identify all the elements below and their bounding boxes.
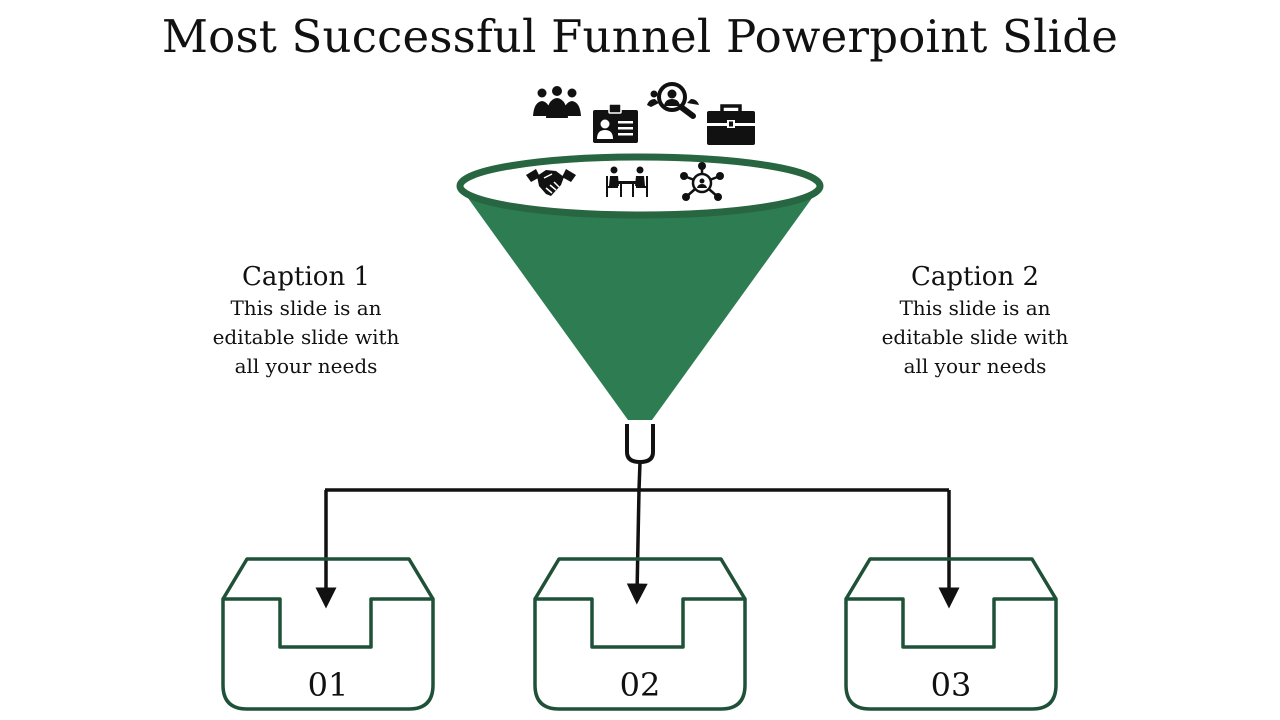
- arrow-to-box-02: [626, 489, 648, 605]
- caption-right: Caption 2 This slide is an editable slid…: [855, 260, 1095, 381]
- caption-left-line-3: all your needs: [234, 354, 378, 378]
- box-01-label: 01: [308, 666, 349, 704]
- caption-right-line-1: This slide is an: [899, 296, 1051, 320]
- caption-right-line-2: editable slide with: [881, 325, 1069, 349]
- handshake-icon: [526, 169, 576, 196]
- funnel-cone: [460, 187, 820, 420]
- box-03-label: 03: [931, 666, 972, 704]
- briefcase-icon: [707, 104, 755, 145]
- search-person-icon: [647, 82, 699, 119]
- box-02: [533, 557, 747, 711]
- caption-left: Caption 1 This slide is an editable slid…: [186, 260, 426, 381]
- box-02-label: 02: [620, 666, 661, 704]
- network-icon: [680, 162, 724, 201]
- slide-title: Most Successful Funnel Powerpoint Slide: [161, 10, 1119, 63]
- team-icon: [533, 86, 581, 118]
- connector-lines: [315, 461, 960, 609]
- id-card-icon: [593, 103, 638, 143]
- caption-right-title: Caption 2: [910, 262, 1039, 292]
- caption-left-line-1: This slide is an: [230, 296, 382, 320]
- box-03: [844, 557, 1058, 711]
- caption-left-title: Caption 1: [241, 262, 370, 292]
- caption-right-line-3: all your needs: [903, 354, 1047, 378]
- connector-stem: [637, 461, 642, 491]
- caption-left-line-2: editable slide with: [212, 325, 400, 349]
- funnel-spout: [625, 424, 655, 465]
- meeting-icon: [606, 166, 648, 197]
- box-01: [221, 557, 435, 711]
